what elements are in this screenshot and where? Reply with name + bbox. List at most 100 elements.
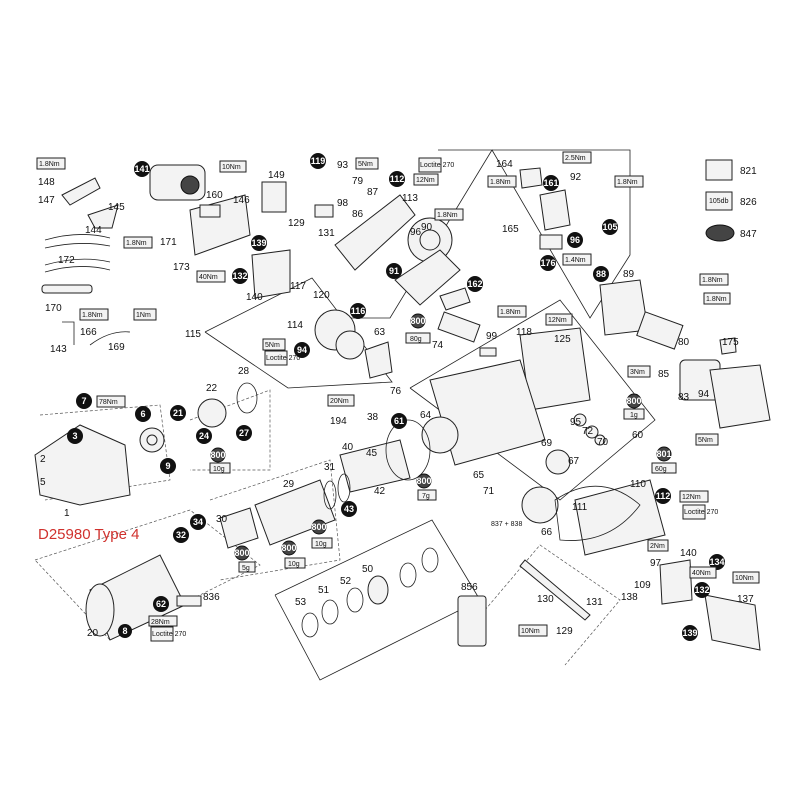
noise-label: 105db xyxy=(709,198,729,205)
svg-text:10g: 10g xyxy=(213,466,225,473)
badge-112-top: 112 xyxy=(389,171,405,187)
callout-114: 114 xyxy=(287,320,303,331)
svg-text:5Nm: 5Nm xyxy=(265,342,280,349)
callout-111: 111 xyxy=(572,502,588,513)
callout-131-b: 131 xyxy=(586,597,603,608)
badge-62: 62 xyxy=(153,596,169,612)
svg-text:2Nm: 2Nm xyxy=(650,543,665,550)
svg-text:12Nm: 12Nm xyxy=(416,177,435,184)
svg-text:1.8Nm: 1.8Nm xyxy=(706,296,727,303)
svg-text:1.4Nm: 1.4Nm xyxy=(565,257,586,264)
svg-text:6: 6 xyxy=(140,409,145,419)
callout-42: 42 xyxy=(374,486,386,497)
badge-139-top: 139 xyxy=(251,235,267,251)
badge-9: 9 xyxy=(160,458,176,474)
svg-text:1.8Nm: 1.8Nm xyxy=(617,179,638,186)
svg-text:134: 134 xyxy=(709,557,724,567)
svg-text:139: 139 xyxy=(251,238,266,248)
badge-161: 161 xyxy=(543,175,559,191)
svg-text:116: 116 xyxy=(351,306,366,316)
callout-64: 64 xyxy=(420,410,432,421)
svg-text:96: 96 xyxy=(570,235,580,245)
badge-24: 24 xyxy=(196,428,212,444)
callout-31-a: 31 xyxy=(324,462,336,473)
badge-132-top: 132 xyxy=(232,268,248,284)
svg-text:8: 8 xyxy=(122,626,127,636)
parts xyxy=(34,159,771,651)
callout-76: 76 xyxy=(390,386,402,397)
svg-text:88: 88 xyxy=(596,269,606,279)
callout-115: 115 xyxy=(185,329,201,340)
callout-172: 172 xyxy=(58,255,75,266)
svg-text:28Nm: 28Nm xyxy=(151,619,170,626)
callout-85: 85 xyxy=(658,369,670,380)
badge-7: 7 xyxy=(76,393,92,409)
torque-specs: 1.8Nm 10Nm 5Nm 12Nm 2.5Nm 1.8Nm 1.8Nm 1.… xyxy=(36,151,760,637)
callout-96-a: 96 xyxy=(410,227,422,238)
callout-148: 148 xyxy=(38,177,55,188)
badge-141: 141 xyxy=(134,161,150,177)
svg-text:800: 800 xyxy=(311,522,326,532)
callout-53-a: 53 xyxy=(295,597,307,608)
svg-text:800: 800 xyxy=(416,476,431,486)
callout-70: 70 xyxy=(597,437,609,448)
svg-text:Loctite 270: Loctite 270 xyxy=(152,631,186,638)
callout-856: 856 xyxy=(461,582,478,593)
svg-text:62: 62 xyxy=(156,599,166,609)
badge-112-right: 112 xyxy=(655,488,671,504)
callout-92: 92 xyxy=(570,172,582,183)
callout-836: 836 xyxy=(203,592,220,603)
callout-113: 113 xyxy=(402,193,418,204)
badge-132-right: 132 xyxy=(694,582,710,598)
callout-95: 95 xyxy=(570,417,582,428)
callout-826: 826 xyxy=(740,197,757,208)
callout-66: 66 xyxy=(541,527,553,538)
callout-30: 30 xyxy=(216,514,228,525)
svg-text:139: 139 xyxy=(682,628,697,638)
svg-text:800: 800 xyxy=(210,450,225,460)
badge-176: 176 xyxy=(540,255,556,271)
callout-117: 117 xyxy=(290,281,306,292)
svg-text:10Nm: 10Nm xyxy=(222,164,241,171)
callout-67: 67 xyxy=(568,456,580,467)
badge-162: 162 xyxy=(467,276,483,292)
svg-text:800: 800 xyxy=(281,543,296,553)
callout-93: 93 xyxy=(337,160,349,171)
svg-text:2.5Nm: 2.5Nm xyxy=(565,155,586,162)
svg-text:34: 34 xyxy=(193,517,203,527)
badge-91: 91 xyxy=(386,263,402,279)
svg-text:9: 9 xyxy=(165,461,170,471)
svg-text:161: 161 xyxy=(543,178,558,188)
svg-text:1.8Nm: 1.8Nm xyxy=(500,309,521,316)
svg-text:Loctite 270: Loctite 270 xyxy=(266,355,300,362)
svg-text:112: 112 xyxy=(656,491,671,501)
callout-137: 137 xyxy=(737,594,754,605)
callout-69-a: 69 xyxy=(541,438,553,449)
callout-131: 131 xyxy=(318,228,335,239)
combo-label: 837 + 838 xyxy=(491,521,522,528)
svg-text:10Nm: 10Nm xyxy=(735,575,754,582)
badge-6: 6 xyxy=(135,406,151,422)
svg-text:7: 7 xyxy=(81,396,86,406)
callout-847: 847 xyxy=(740,229,757,240)
svg-text:60g: 60g xyxy=(655,466,667,473)
svg-text:7g: 7g xyxy=(422,493,430,500)
callout-145: 145 xyxy=(108,202,125,213)
callout-170: 170 xyxy=(45,303,62,314)
svg-text:10Nm: 10Nm xyxy=(521,628,540,635)
svg-text:800: 800 xyxy=(626,396,641,406)
svg-text:94: 94 xyxy=(297,345,307,355)
callout-28: 28 xyxy=(238,366,250,377)
callout-173: 173 xyxy=(173,262,190,273)
svg-text:800: 800 xyxy=(234,548,249,558)
svg-text:176: 176 xyxy=(540,258,555,268)
svg-text:61: 61 xyxy=(394,416,404,426)
callout-20: 20 xyxy=(87,628,99,639)
badge-116: 116 xyxy=(350,303,366,319)
loctite-specs: Loctite 270 Loctite 270 Loctite 270 Loct… xyxy=(150,157,718,642)
callout-165: 165 xyxy=(502,224,519,235)
svg-text:78Nm: 78Nm xyxy=(99,399,118,406)
svg-text:5Nm: 5Nm xyxy=(358,161,373,168)
svg-text:32: 32 xyxy=(176,530,186,540)
svg-text:132: 132 xyxy=(232,271,247,281)
